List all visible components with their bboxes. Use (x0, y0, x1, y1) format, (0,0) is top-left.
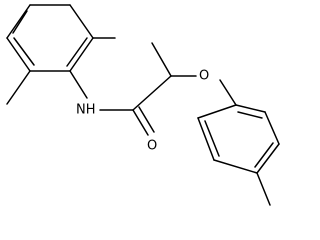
bond (151, 42, 172, 77)
bond (256, 172, 271, 206)
bond (69, 70, 88, 99)
ether-oxygen-label: O (199, 69, 209, 84)
bond (256, 143, 280, 174)
bond (197, 117, 215, 161)
bond (138, 106, 155, 133)
bond (132, 109, 149, 136)
bond (6, 4, 31, 39)
bond (235, 104, 266, 113)
bond (237, 111, 263, 119)
bond (219, 79, 237, 106)
bond (66, 37, 88, 67)
atom-labels: NH O O (74, 67, 212, 154)
bond (204, 120, 220, 157)
bonds (6, 4, 280, 206)
bond (69, 37, 94, 72)
bond (12, 10, 28, 34)
bond (213, 159, 258, 174)
bond (6, 37, 31, 72)
bond (197, 104, 237, 119)
bond (6, 70, 31, 105)
bond (132, 75, 172, 111)
molecule-structure: NH O O (6, 4, 280, 206)
nh-label: NH (76, 103, 96, 118)
bond (69, 4, 94, 39)
carbonyl-oxygen-label: O (147, 139, 157, 154)
bond (13, 37, 35, 66)
bond (264, 111, 280, 145)
bond (254, 142, 274, 168)
